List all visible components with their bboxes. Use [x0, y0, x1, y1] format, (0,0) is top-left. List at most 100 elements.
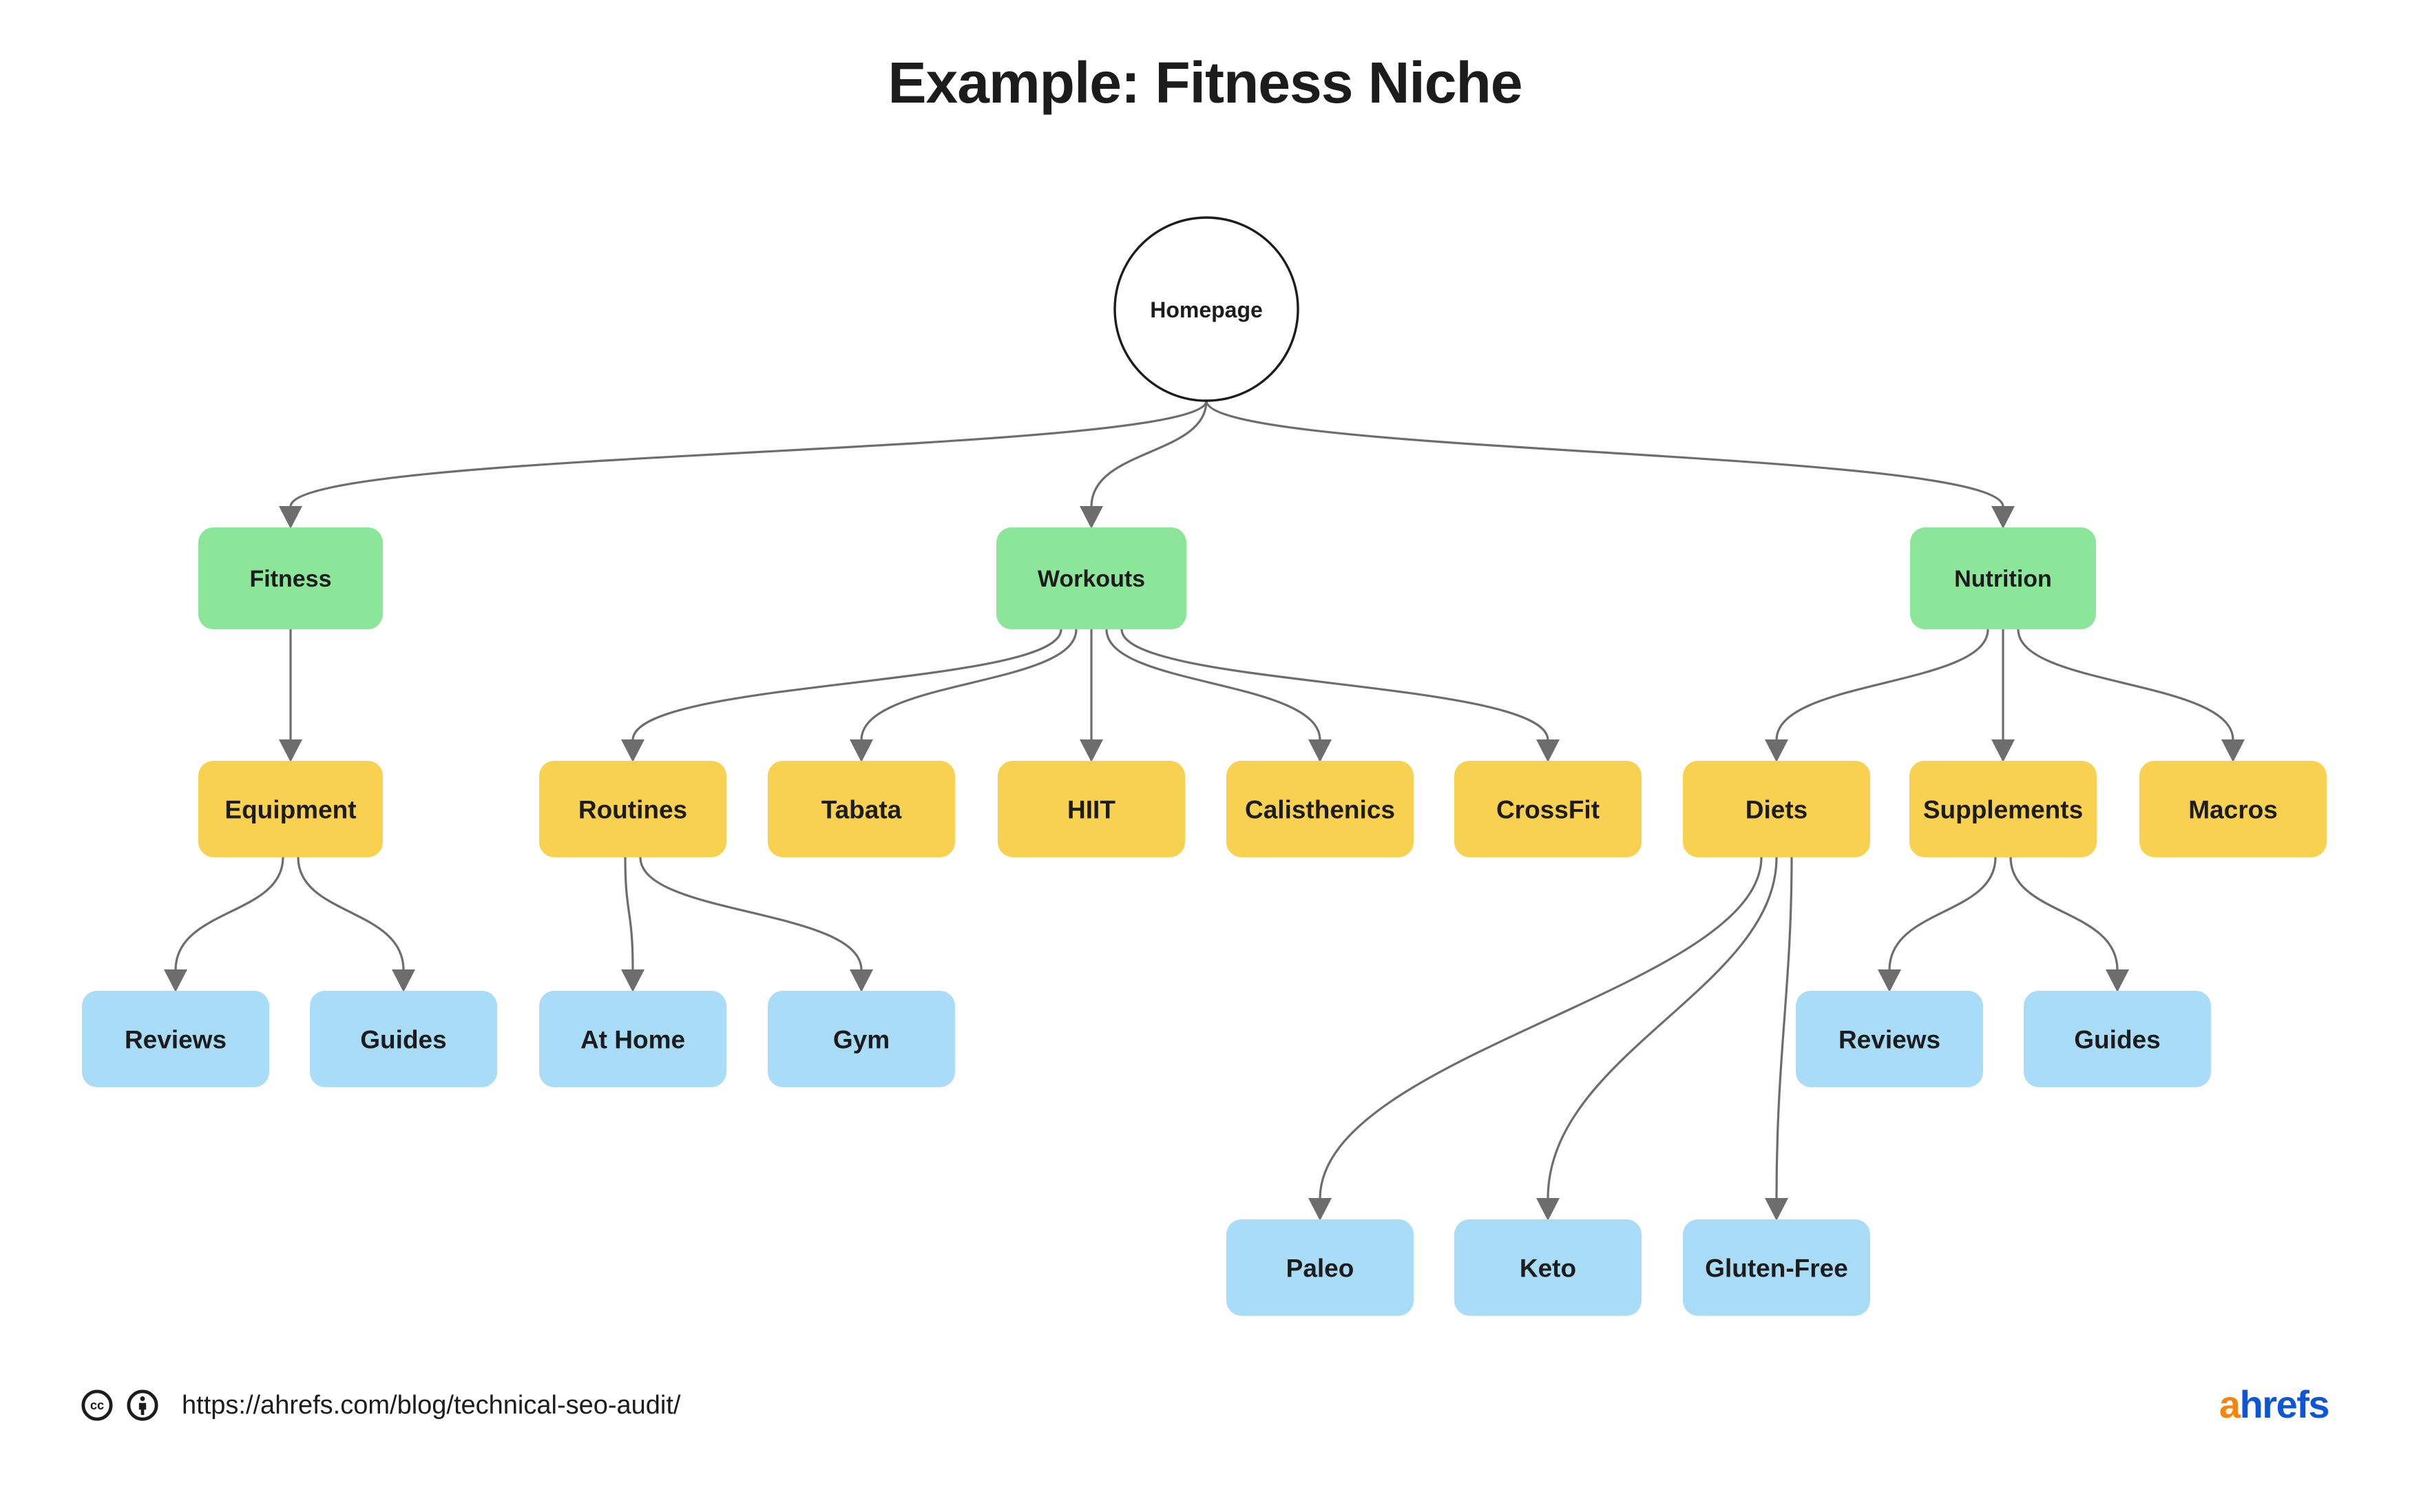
node-keto[interactable]: Keto — [1454, 1219, 1642, 1316]
node-diets[interactable]: Diets — [1683, 761, 1870, 857]
arrowhead-sp-reviews — [1878, 969, 1901, 992]
node-eq-reviews[interactable]: Reviews — [82, 991, 269, 1087]
edge-diets-to-keto — [1547, 856, 1778, 1200]
node-gluten-free[interactable]: Gluten-Free — [1683, 1219, 1870, 1316]
node-shape-hiit — [998, 761, 1185, 857]
edge-supplements-to-sp-guides — [2009, 856, 2119, 972]
node-label-at-home: At Home — [580, 1026, 685, 1054]
arrowhead-eq-guides — [392, 969, 415, 992]
ahrefs-logo-name: hrefs — [2239, 1383, 2330, 1426]
edge-diets-to-gluten-free — [1775, 856, 1793, 1200]
edge-diets-to-paleo — [1319, 856, 1763, 1200]
node-shape-supplements — [1909, 761, 2097, 857]
node-equipment[interactable]: Equipment — [198, 761, 383, 857]
node-label-equipment: Equipment — [224, 796, 356, 824]
arrowhead-gym — [850, 969, 873, 992]
node-label-sp-reviews: Reviews — [1838, 1026, 1940, 1054]
node-label-routines: Routines — [578, 796, 687, 824]
edge-homepage-to-nutrition — [1205, 399, 2004, 508]
node-label-keto: Keto — [1520, 1254, 1576, 1283]
node-macros[interactable]: Macros — [2139, 761, 2327, 857]
arrowhead-calisthenics — [1308, 739, 1332, 762]
edge-homepage-to-fitness — [289, 399, 1208, 508]
arrowhead-crossfit — [1536, 739, 1560, 762]
edge-nutrition-to-macros — [2017, 628, 2234, 742]
arrowhead-gluten-free — [1765, 1198, 1788, 1221]
arrowhead-workouts — [1080, 506, 1103, 529]
node-label-eq-reviews: Reviews — [125, 1026, 227, 1054]
node-label-sp-guides: Guides — [2074, 1026, 2160, 1054]
edge-equipment-to-eq-reviews — [174, 856, 284, 972]
arrowhead-keto — [1536, 1198, 1560, 1221]
node-supplements[interactable]: Supplements — [1909, 761, 2097, 857]
node-shape-routines — [539, 761, 726, 857]
node-calisthenics[interactable]: Calisthenics — [1226, 761, 1414, 857]
arrowhead-fitness — [279, 506, 302, 529]
node-gym[interactable]: Gym — [768, 991, 955, 1087]
creative-commons-icon: cc — [81, 1389, 113, 1421]
node-shape-sp-reviews — [1796, 991, 1983, 1087]
node-nutrition[interactable]: Nutrition — [1910, 527, 2096, 629]
node-tabata[interactable]: Tabata — [768, 761, 955, 857]
node-label-paleo: Paleo — [1286, 1254, 1354, 1283]
node-shape-calisthenics — [1226, 761, 1414, 857]
edge-supplements-to-sp-reviews — [1888, 856, 1997, 972]
node-label-diets: Diets — [1746, 796, 1808, 824]
node-label-hiit: HIIT — [1067, 796, 1115, 824]
node-label-gym: Gym — [833, 1026, 890, 1054]
arrowhead-paleo — [1308, 1198, 1332, 1221]
node-workouts[interactable]: Workouts — [996, 527, 1186, 629]
node-label-tabata: Tabata — [821, 796, 902, 824]
edge-routines-to-at-home — [624, 856, 634, 972]
node-label-nutrition: Nutrition — [1954, 566, 2052, 592]
node-shape-sp-guides — [2024, 991, 2211, 1087]
edge-equipment-to-eq-guides — [297, 856, 405, 972]
edge-workouts-to-tabata — [860, 628, 1078, 742]
node-label-crossfit: CrossFit — [1496, 796, 1600, 824]
node-shape-equipment — [198, 761, 383, 857]
arrowhead-nutrition — [1991, 506, 2015, 529]
arrowhead-tabata — [850, 739, 873, 762]
node-crossfit[interactable]: CrossFit — [1454, 761, 1642, 857]
node-shape-nutrition — [1910, 527, 2096, 629]
arrowhead-supplements — [1991, 739, 2015, 762]
node-label-fitness: Fitness — [249, 566, 331, 592]
node-label-macros: Macros — [2188, 796, 2278, 824]
node-label-calisthenics: Calisthenics — [1245, 796, 1395, 824]
edge-layer — [164, 399, 2245, 1221]
node-fitness[interactable]: Fitness — [198, 527, 383, 629]
node-paleo[interactable]: Paleo — [1226, 1219, 1414, 1316]
node-eq-guides[interactable]: Guides — [310, 991, 497, 1087]
creative-commons-by-icon — [127, 1389, 158, 1421]
arrowhead-hiit — [1080, 739, 1103, 762]
node-label-homepage: Homepage — [1150, 297, 1263, 322]
node-sp-reviews[interactable]: Reviews — [1796, 991, 1983, 1087]
node-shape-gym — [768, 991, 955, 1087]
node-shape-workouts — [996, 527, 1186, 629]
arrowhead-at-home — [621, 969, 645, 992]
node-hiit[interactable]: HIIT — [998, 761, 1185, 857]
node-sp-guides[interactable]: Guides — [2024, 991, 2211, 1087]
node-shape-paleo — [1226, 1219, 1414, 1316]
arrowhead-diets — [1765, 739, 1788, 762]
source-url: https://ahrefs.com/blog/technical-seo-au… — [182, 1390, 681, 1420]
node-routines[interactable]: Routines — [539, 761, 726, 857]
node-homepage[interactable]: Homepage — [1113, 216, 1299, 402]
node-shape-gluten-free — [1683, 1219, 1870, 1316]
node-shape-macros — [2139, 761, 2327, 857]
node-at-home[interactable]: At Home — [539, 991, 726, 1087]
node-shape-eq-guides — [310, 991, 497, 1087]
node-shape-keto — [1454, 1219, 1642, 1316]
node-shape-at-home — [539, 991, 726, 1087]
arrowhead-routines — [621, 739, 645, 762]
arrowhead-equipment — [279, 739, 302, 762]
node-shape-tabata — [768, 761, 955, 857]
edge-workouts-to-calisthenics — [1105, 628, 1321, 742]
svg-text:cc: cc — [90, 1398, 104, 1412]
edge-workouts-to-crossfit — [1120, 628, 1549, 742]
node-label-workouts: Workouts — [1038, 566, 1145, 592]
arrowhead-eq-reviews — [164, 969, 187, 992]
